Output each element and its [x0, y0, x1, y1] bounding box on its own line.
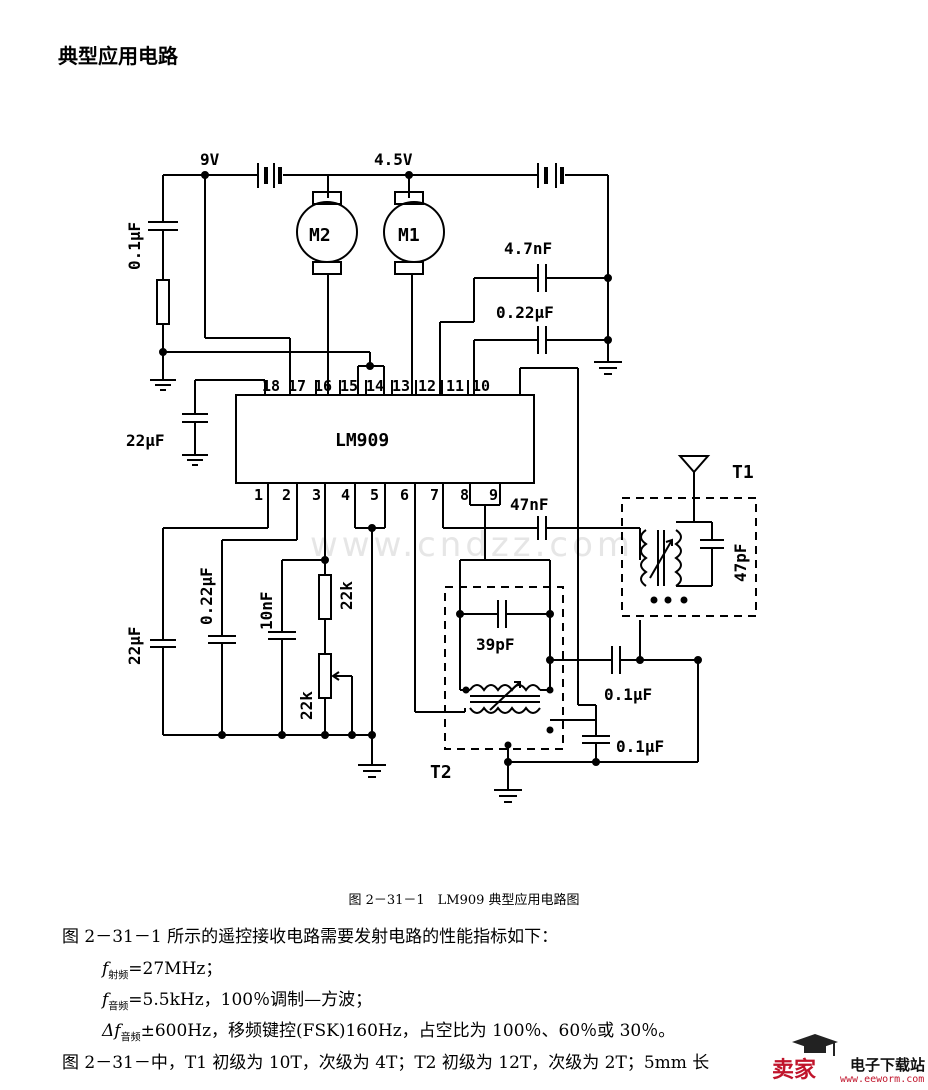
symbol-delta-f: Δf [102, 1021, 121, 1041]
label-c-0.1uF-left: 0.1μF [125, 222, 144, 270]
page-heading: 典型应用电路 [58, 44, 178, 68]
chip-top-pins: 18 17 16 15 14 13 12 11 10 [262, 377, 490, 395]
label-m1: M1 [398, 225, 420, 246]
svg-text:7: 7 [430, 486, 439, 504]
label-c-4.7nF: 4.7nF [504, 239, 552, 258]
logo-url: www.eeworm.com [840, 1074, 925, 1085]
watermark: www.cndzz.com [310, 525, 635, 565]
label-9v: 9V [200, 150, 220, 169]
text-line-5: 图 2－31－中，T1 初级为 10T，次级为 4T；T2 初级为 12T，次级… [62, 1053, 710, 1073]
label-c-0.22uF-bottom: 0.22μF [197, 567, 216, 625]
motor-m2 [296, 175, 358, 395]
t1-secondary-coil [674, 529, 682, 587]
svg-text:13: 13 [392, 377, 410, 395]
label-c-39pF: 39pF [476, 635, 515, 654]
svg-text:9: 9 [489, 486, 498, 504]
f1-subscript: 射频 [108, 970, 129, 982]
svg-text:3: 3 [312, 486, 321, 504]
label-r-22k-b: 22k [297, 691, 316, 720]
svg-text:17: 17 [288, 377, 306, 395]
svg-text:1: 1 [254, 486, 263, 504]
ground-22uF [182, 454, 208, 466]
svg-text:14: 14 [366, 377, 384, 395]
symbol-f1: f [102, 959, 109, 979]
svg-text:6: 6 [400, 486, 409, 504]
logo-mark: 卖家 [772, 1058, 817, 1083]
ground-right-top [594, 361, 622, 375]
text-line-3: f音频=5.5kHz，100％调制—方波； [102, 990, 373, 1013]
label-c-0.1uF-a: 0.1μF [604, 685, 652, 704]
text-line-2: f射频=27MHz； [102, 959, 223, 982]
t1-primary-coil [640, 529, 648, 587]
chip-bottom-pins: 1 2 3 4 5 6 7 8 9 [254, 486, 498, 504]
f2-subscript: 音频 [108, 1001, 129, 1013]
graduation-cap-icon [792, 1034, 838, 1056]
label-c-22uF-left: 22μF [126, 431, 165, 450]
text-line-4: Δf音频±600Hz，移频键控(FSK)160Hz，占空比为 100％、60％或… [102, 1021, 676, 1044]
potentiometer-22k [318, 653, 332, 699]
label-4v5: 4.5V [374, 150, 413, 169]
label-c-47pF: 47pF [731, 543, 750, 582]
chip-name: LM909 [335, 430, 389, 451]
label-c-47nF: 47nF [510, 495, 549, 514]
label-t1: T1 [732, 462, 754, 483]
label-c-0.22uF-top: 0.22μF [496, 303, 554, 322]
antenna-icon [677, 455, 711, 522]
ground-bottom-left [358, 764, 386, 778]
svg-text:10: 10 [472, 377, 490, 395]
label-r-22k-a: 22k [337, 581, 356, 610]
svg-text:18: 18 [262, 377, 280, 395]
t2-secondary-coil [469, 706, 541, 714]
battery-9v [250, 163, 282, 188]
label-c-22uF-bottom: 22μF [125, 626, 144, 665]
ground-bottom-right [494, 789, 522, 803]
svg-text:5: 5 [370, 486, 379, 504]
logo-name: 电子下载站 [850, 1056, 926, 1074]
text-line-1: 图 2－31－1 所示的遥控接收电路需要发射电路的性能指标如下： [62, 927, 559, 947]
svg-text:8: 8 [460, 486, 469, 504]
motor-m1 [383, 175, 445, 395]
label-c-0.1uF-b: 0.1μF [616, 737, 664, 756]
svg-text:2: 2 [282, 486, 291, 504]
f3-subscript: 音频 [120, 1032, 141, 1044]
circuit-schematic: 9V 4.5V 0.1μF M2 M1 [125, 150, 757, 803]
label-c-10nF: 10nF [257, 591, 276, 630]
svg-text:15: 15 [340, 377, 358, 395]
resistor-22k-a [318, 574, 332, 620]
battery-4v5 [532, 163, 564, 188]
figure-caption: 图 2－31－1 LM909 典型应用电路图 [348, 893, 580, 908]
label-m2: M2 [309, 225, 331, 246]
svg-text:11: 11 [446, 377, 464, 395]
svg-text:12: 12 [418, 377, 436, 395]
symbol-f2: f [102, 990, 109, 1010]
label-t2: T2 [430, 762, 452, 783]
transformer-t2-box [444, 586, 564, 750]
svg-text:16: 16 [314, 377, 332, 395]
t2-primary-coil [469, 684, 541, 692]
svg-text:4: 4 [341, 486, 350, 504]
ground-left [150, 379, 176, 391]
site-logo: 卖家 电子下载站 www.eeworm.com [770, 1030, 928, 1090]
